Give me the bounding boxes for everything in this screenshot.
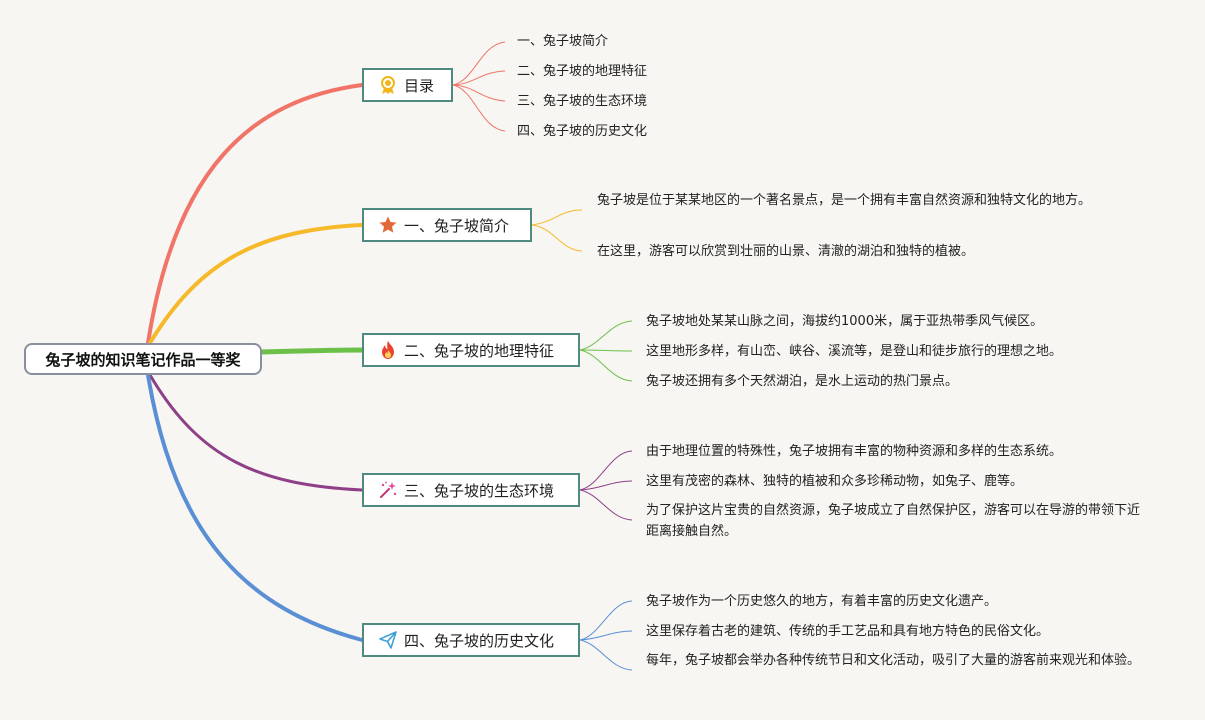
sparkle-wand-icon bbox=[378, 480, 398, 500]
leaf-line bbox=[452, 84, 506, 132]
branch-line-toc bbox=[146, 83, 364, 345]
leaf-line bbox=[579, 480, 633, 491]
branch-line-history bbox=[146, 373, 364, 642]
fire-icon bbox=[378, 340, 398, 360]
branch-line-geo bbox=[259, 347, 365, 355]
topic-label: 二、兔子坡的地理特征 bbox=[404, 341, 555, 360]
leaf-item[interactable]: 一、兔子坡简介 bbox=[517, 34, 609, 49]
leaf-item[interactable]: 三、兔子坡的生态环境 bbox=[517, 94, 648, 109]
branch-line-intro bbox=[148, 223, 364, 345]
leaf-item[interactable]: 每年，兔子坡都会举办各种传统节日和文化活动，吸引了大量的游客前来观光和体验。 bbox=[646, 653, 1141, 668]
leaf-line bbox=[531, 224, 583, 252]
star-icon bbox=[378, 215, 398, 235]
leaf-item[interactable]: 由于地理位置的特殊性，兔子坡拥有丰富的物种资源和多样的生态系统。 bbox=[646, 444, 1063, 459]
leaf-item[interactable]: 兔子坡地处某某山脉之间，海拔约1000米，属于亚热带季风气候区。 bbox=[646, 314, 1044, 329]
leaf-line bbox=[452, 84, 506, 102]
paper-plane-icon bbox=[378, 630, 398, 650]
leaf-item[interactable]: 四、兔子坡的历史文化 bbox=[517, 124, 648, 139]
leaf-line bbox=[579, 630, 633, 641]
ribbon-badge-icon bbox=[378, 75, 398, 95]
leaf-item[interactable]: 兔子坡作为一个历史悠久的地方，有着丰富的历史文化遗产。 bbox=[646, 594, 998, 609]
leaf-item[interactable]: 二、兔子坡的地理特征 bbox=[517, 64, 648, 79]
topic-intro[interactable]: 一、兔子坡简介 bbox=[362, 208, 532, 242]
topic-toc[interactable]: 目录 bbox=[362, 68, 453, 102]
leaf-line bbox=[579, 489, 633, 521]
leaf-item[interactable]: 兔子坡是位于某某地区的一个著名景点，是一个拥有丰富自然资源和独特文化的地方。 bbox=[597, 193, 1092, 208]
leaf-line bbox=[531, 209, 583, 226]
leaf-item[interactable]: 在这里，游客可以欣赏到壮丽的山景、清澈的湖泊和独特的植被。 bbox=[597, 244, 975, 259]
topic-history[interactable]: 四、兔子坡的历史文化 bbox=[362, 623, 580, 657]
topic-geo[interactable]: 二、兔子坡的地理特征 bbox=[362, 333, 580, 367]
leaf-line bbox=[579, 450, 633, 491]
topic-label: 三、兔子坡的生态环境 bbox=[404, 481, 555, 500]
root-topic[interactable]: 兔子坡的知识笔记作品一等奖 bbox=[24, 343, 262, 375]
leaf-item[interactable]: 为了保护这片宝贵的自然资源，兔子坡成立了自然保护区，游客可以在导游的带领下近距离… bbox=[646, 503, 1141, 539]
leaf-item[interactable]: 这里有茂密的森林、独特的植被和众多珍稀动物，如兔子、鹿等。 bbox=[646, 474, 1024, 489]
topic-label: 目录 bbox=[404, 76, 435, 95]
topic-label: 四、兔子坡的历史文化 bbox=[404, 631, 555, 650]
leaf-line bbox=[579, 320, 633, 351]
leaf-line bbox=[452, 70, 506, 86]
topic-eco[interactable]: 三、兔子坡的生态环境 bbox=[362, 473, 580, 507]
topic-label: 一、兔子坡简介 bbox=[404, 216, 510, 235]
leaf-line bbox=[452, 41, 506, 86]
leaf-line bbox=[579, 349, 633, 352]
leaf-item[interactable]: 兔子坡还拥有多个天然湖泊，是水上运动的热门景点。 bbox=[646, 374, 959, 389]
leaf-item[interactable]: 这里地形多样，有山峦、峡谷、溪流等，是登山和徒步旅行的理想之地。 bbox=[646, 344, 1063, 359]
branch-line-eco bbox=[148, 373, 364, 492]
leaf-item[interactable]: 这里保存着古老的建筑、传统的手工艺品和具有地方特色的民俗文化。 bbox=[646, 624, 1050, 639]
leaf-line bbox=[579, 349, 633, 382]
leaf-line bbox=[579, 639, 633, 671]
leaf-line bbox=[579, 600, 633, 641]
